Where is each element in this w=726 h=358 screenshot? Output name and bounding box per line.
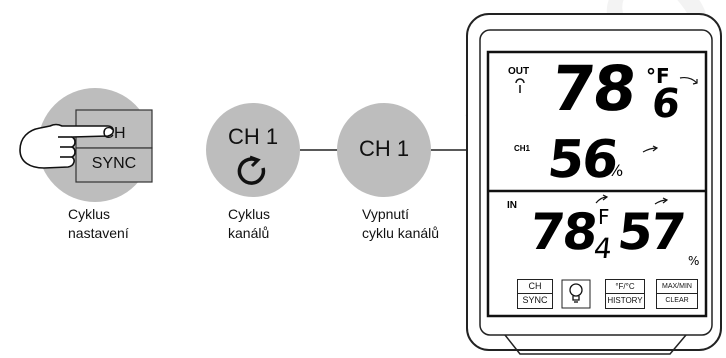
in-humidity-value: 57 — [614, 203, 687, 261]
step2-caption-line1: Cyklus — [228, 206, 271, 222]
ch-sync-button-bottom: SYNC — [522, 295, 548, 305]
step2-circle-label: CH 1 — [227, 124, 279, 149]
out-temperature-unit: °F — [646, 64, 670, 88]
trend-arrow-icon — [654, 197, 669, 205]
out-humidity-unit: % — [608, 161, 624, 180]
maxmin-clear-button-top: MAX/MIN — [657, 280, 697, 294]
step1-caption-line2: nastavení — [68, 225, 129, 241]
trend-arrow-icon — [642, 145, 659, 153]
in-temperature-decimal: 4 — [592, 232, 612, 265]
lcd-screen — [486, 50, 708, 318]
step3-caption-line2: cyklu kanálů — [362, 225, 440, 241]
step3-circle-label: CH 1 — [358, 136, 410, 161]
step2-caption-line2: kanálů — [228, 225, 270, 241]
step2-circle — [206, 103, 300, 197]
antenna-icon — [515, 78, 525, 93]
lightbulb-icon — [569, 283, 583, 303]
step3-caption-line1: Vypnutí — [362, 206, 409, 222]
device-inner-frame — [479, 29, 713, 336]
ch-sync-button[interactable]: CH SYNC — [517, 279, 553, 309]
ch-sync-button-top: CH — [518, 280, 552, 294]
lightbulb-button-frame — [561, 279, 591, 309]
step1-button-bottom-frame — [75, 147, 153, 183]
in-humidity-unit: % — [688, 254, 700, 268]
channel-label: CH1 — [514, 144, 531, 153]
unit-history-button[interactable]: °F/°C HISTORY — [605, 279, 645, 309]
trend-arrow-icon — [679, 76, 698, 85]
step1-button-label-top: CH — [102, 125, 126, 142]
step1-caption-line1: Cyklus — [68, 206, 111, 222]
in-temperature-main: 78 — [526, 203, 599, 261]
maxmin-clear-button[interactable]: MAX/MIN CLEAR — [656, 279, 698, 309]
out-temperature-decimal: 6 — [649, 81, 681, 127]
pointing-hand-icon — [19, 123, 115, 169]
maxmin-clear-button-bottom: CLEAR — [665, 297, 689, 304]
step1-button-label-bottom: SYNC — [91, 155, 137, 172]
out-label: OUT — [508, 66, 530, 77]
in-temperature-unit: F — [598, 205, 610, 229]
out-temperature-main: 78 — [548, 52, 639, 125]
trend-arrow-icon — [595, 194, 609, 204]
unit-history-button-top: °F/°C — [606, 280, 644, 294]
step3-circle — [337, 103, 431, 197]
unit-history-button-bottom: HISTORY — [607, 296, 643, 305]
in-label: IN — [507, 200, 517, 211]
cycle-arrow-icon — [237, 155, 266, 185]
device-stand — [504, 334, 687, 355]
